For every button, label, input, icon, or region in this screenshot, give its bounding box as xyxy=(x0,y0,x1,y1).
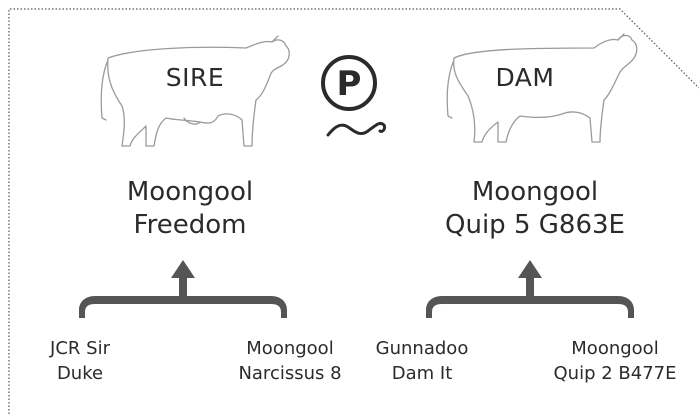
sire-brace-arrow-icon xyxy=(79,260,287,318)
sire-parent-2: Moongool Narcissus 8 xyxy=(238,338,342,384)
dam-parent-2: Moongool Quip 2 B477E xyxy=(553,338,677,384)
polled-symbol-icon: P xyxy=(321,55,386,137)
sire-label: SIRE xyxy=(165,63,225,92)
sire-name: Moongool Freedom xyxy=(90,176,290,242)
dam-name-line2: Quip 5 G863E xyxy=(445,210,625,240)
dam-label: DAM xyxy=(495,63,555,92)
dam-cow-outline-icon xyxy=(446,33,638,143)
sire-name-line2: Freedom xyxy=(133,210,247,240)
sire-bull-outline-icon xyxy=(100,35,290,147)
polled-letter: P xyxy=(337,64,362,104)
sire-parent-1: JCR Sir Duke xyxy=(50,338,110,384)
dam-parent-1: Gunnadoo Dam It xyxy=(375,338,469,384)
dam-name: Moongool Quip 5 G863E xyxy=(415,176,655,242)
sire-name-line1: Moongool xyxy=(126,177,254,207)
dam-name-line1: Moongool xyxy=(471,177,599,207)
dam-brace-arrow-icon xyxy=(426,260,634,318)
